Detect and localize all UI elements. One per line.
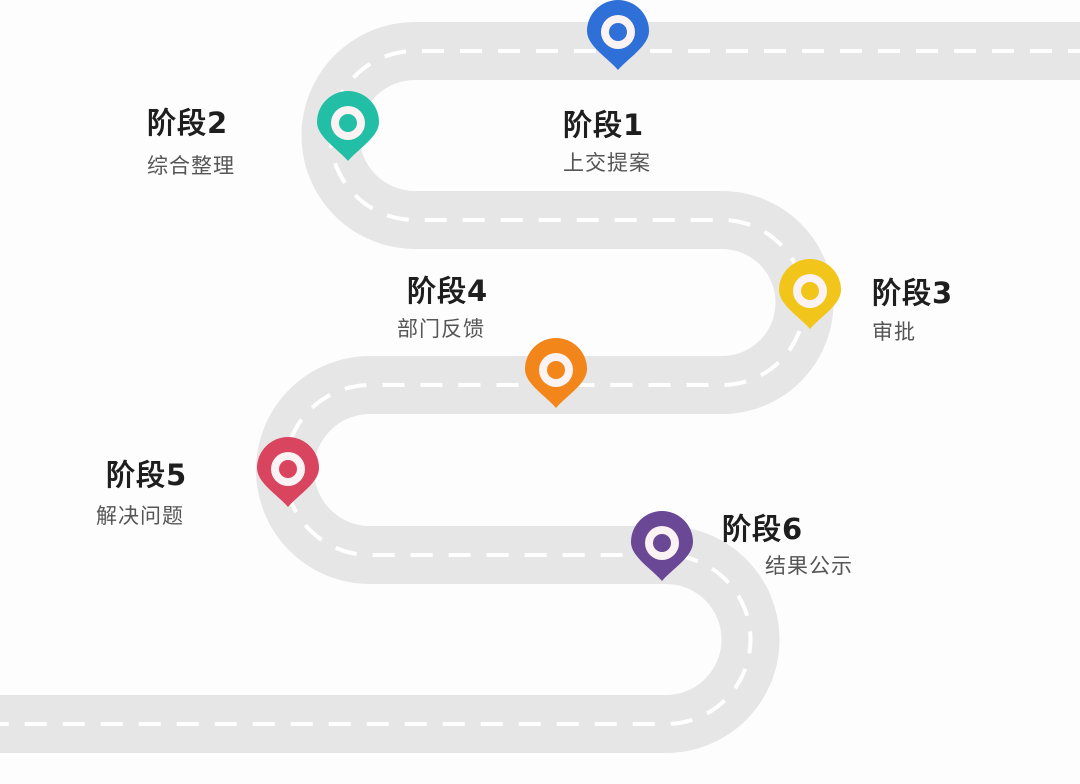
stage-4-title: 阶段4 bbox=[407, 274, 489, 308]
stage-6-desc: 结果公示 bbox=[765, 554, 853, 578]
stage-1-pin-icon bbox=[587, 0, 649, 70]
stage-3-title: 阶段3 bbox=[872, 276, 954, 310]
stage-1-desc: 上交提案 bbox=[563, 151, 651, 175]
stage-5-desc: 解决问题 bbox=[96, 504, 184, 528]
stage-2-title: 阶段2 bbox=[147, 106, 229, 140]
stage-5-title: 阶段5 bbox=[106, 458, 188, 492]
stage-6-pin-icon bbox=[631, 511, 693, 581]
stage-3-pin-icon bbox=[779, 259, 841, 329]
stage-2-pin-icon bbox=[317, 91, 379, 161]
stage-5-pin-icon bbox=[257, 437, 319, 507]
stage-6-title: 阶段6 bbox=[722, 512, 804, 546]
stage-3-desc: 审批 bbox=[872, 320, 916, 344]
stage-4-desc: 部门反馈 bbox=[397, 317, 485, 341]
stage-4-pin-icon bbox=[525, 338, 587, 408]
stage-2-desc: 综合整理 bbox=[147, 154, 235, 178]
stage-1-title: 阶段1 bbox=[563, 108, 645, 142]
